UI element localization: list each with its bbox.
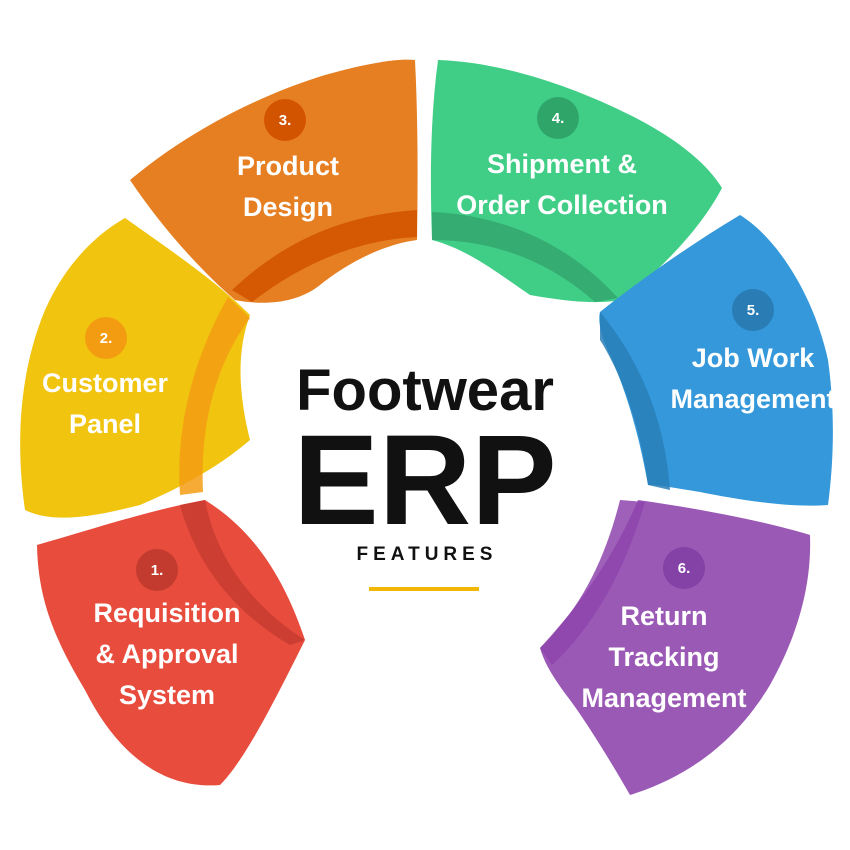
title-line-1: Footwear — [296, 358, 554, 423]
feature-label-line: Order Collection — [456, 190, 668, 220]
feature-label-line: Requisition — [94, 598, 241, 628]
feature-segment-4: 4. Shipment & Order Collection — [430, 60, 722, 303]
segment-shape — [37, 500, 305, 786]
feature-label-line: Panel — [69, 409, 141, 439]
feature-label-line: Management — [581, 683, 746, 713]
title-subtitle: FEATURES — [357, 544, 498, 565]
segment-ring-band — [600, 312, 670, 490]
number-label: 3. — [279, 112, 292, 129]
number-badge — [85, 317, 127, 359]
segment-ring-band — [232, 210, 417, 302]
feature-label-line: & Approval — [95, 639, 238, 669]
feature-label-line: Return — [621, 601, 708, 631]
title-accent-underline — [369, 587, 479, 591]
feature-label-line: Design — [243, 192, 333, 222]
number-label: 6. — [678, 560, 691, 577]
number-label: 2. — [100, 330, 113, 347]
number-label: 5. — [747, 302, 760, 319]
segment-ring-band — [179, 297, 250, 495]
feature-label-line: Job Work — [692, 343, 815, 373]
feature-label-line: Shipment & — [487, 149, 637, 179]
feature-label: Shipment & Order Collection — [456, 149, 668, 220]
number-badge — [732, 289, 774, 331]
feature-label-line: Customer — [42, 368, 169, 398]
feature-label-line: System — [119, 680, 215, 710]
title-line-2: ERP — [293, 409, 556, 552]
number-badge — [264, 99, 306, 141]
number-badge — [663, 547, 705, 589]
number-badge — [537, 97, 579, 139]
feature-label-line: Product — [237, 151, 339, 181]
number-label: 1. — [151, 562, 164, 579]
feature-label-line: Tracking — [608, 642, 719, 672]
number-label: 4. — [552, 110, 565, 127]
number-badge — [136, 549, 178, 591]
segment-ring-band — [432, 212, 618, 302]
segment-ring-band — [180, 500, 305, 645]
segment-ring-band — [540, 500, 645, 665]
feature-label-line: Management — [670, 384, 835, 414]
